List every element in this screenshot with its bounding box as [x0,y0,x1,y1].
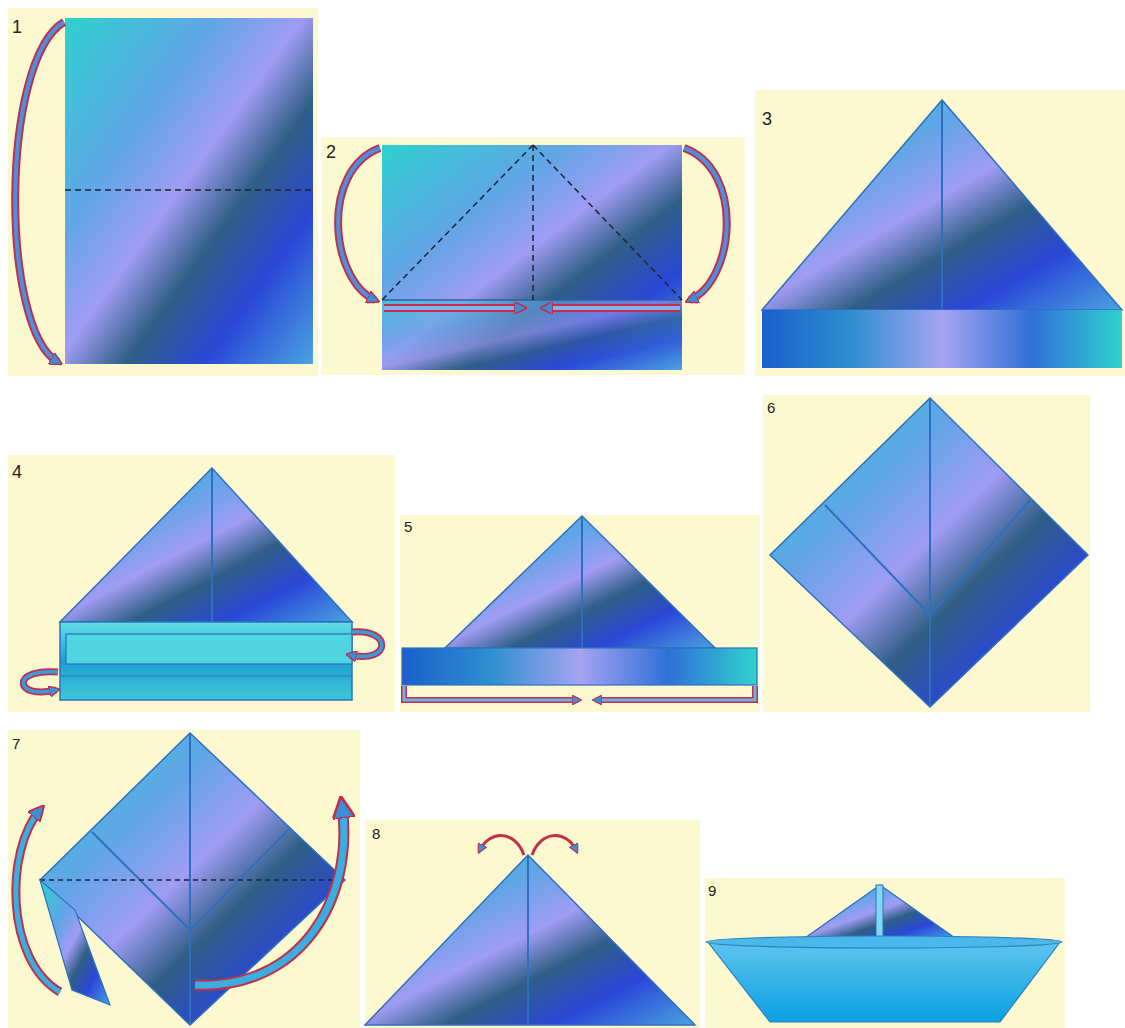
step-number: 4 [12,463,22,481]
step-number: 3 [762,110,772,128]
step-number: 6 [767,400,775,415]
step-number: 5 [404,519,412,534]
step-number: 7 [12,736,20,751]
step-number: 1 [12,18,22,36]
step-number: 8 [372,826,380,841]
step-number: 2 [326,143,336,161]
step-number: 9 [708,883,716,898]
